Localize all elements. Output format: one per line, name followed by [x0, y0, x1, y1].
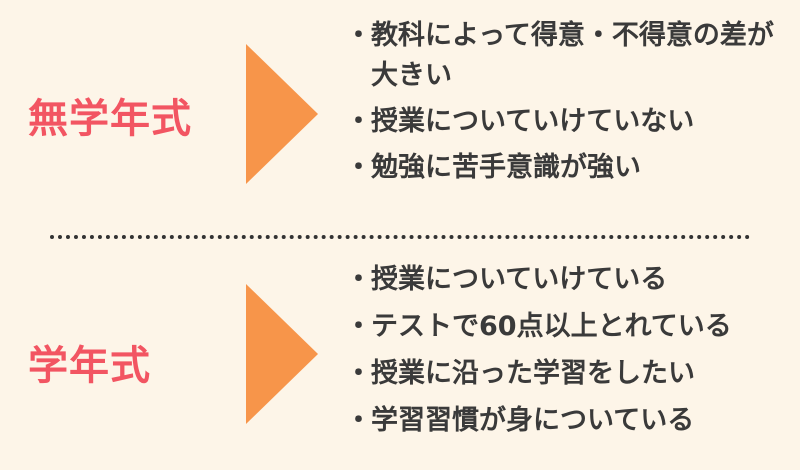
bullet-dot-icon: ・ — [345, 405, 372, 436]
list-item-text: テストで60点以上とれている — [371, 311, 732, 342]
list-item-text: 勉強に苦手意識が強い — [371, 152, 641, 183]
list-item: ・ 勉強に苦手意識が強い — [345, 148, 776, 188]
right-triangle-arrow-icon — [246, 284, 318, 424]
grade-label: 学年式 — [28, 343, 151, 389]
list-item: ・ 授業についていけていない — [345, 102, 776, 142]
grade-section: 学年式 ・ 授業についていけている ・ テストで60点以上とれている ・ 授業に… — [0, 250, 800, 470]
non-grade-section: 無学年式 ・ 教科によって得意・不得意の差が大きい ・ 授業についていけていない… — [0, 0, 800, 220]
right-triangle-arrow-icon — [246, 44, 318, 184]
list-item-text: 授業に沿った学習をしたい — [371, 358, 695, 389]
bullet-dot-icon: ・ — [345, 358, 372, 389]
list-item-text: 授業についていけている — [371, 264, 668, 295]
list-item: ・ 学習習慣が身についている — [345, 401, 732, 441]
bullet-dot-icon: ・ — [345, 20, 372, 51]
list-item-text: 教科によって得意・不得意の差が大きい — [371, 20, 774, 91]
bullet-dot-icon: ・ — [345, 152, 372, 183]
grade-list: ・ 授業についていけている ・ テストで60点以上とれている ・ 授業に沿った学… — [345, 260, 732, 448]
list-item-text: 学習習慣が身についている — [371, 405, 695, 436]
list-item: ・ 教科によって得意・不得意の差が大きい — [345, 16, 776, 96]
bullet-dot-icon: ・ — [345, 106, 372, 137]
list-item: ・ テストで60点以上とれている — [345, 307, 732, 347]
list-item-text: 授業についていけていない — [371, 106, 695, 137]
list-item: ・ 授業についていけている — [345, 260, 732, 300]
non-grade-label: 無学年式 — [28, 96, 192, 142]
bullet-dot-icon: ・ — [345, 264, 372, 295]
bullet-dot-icon: ・ — [345, 311, 372, 342]
non-grade-list: ・ 教科によって得意・不得意の差が大きい ・ 授業についていけていない ・ 勉強… — [345, 16, 776, 194]
list-item: ・ 授業に沿った学習をしたい — [345, 354, 732, 394]
dotted-divider — [50, 235, 750, 239]
